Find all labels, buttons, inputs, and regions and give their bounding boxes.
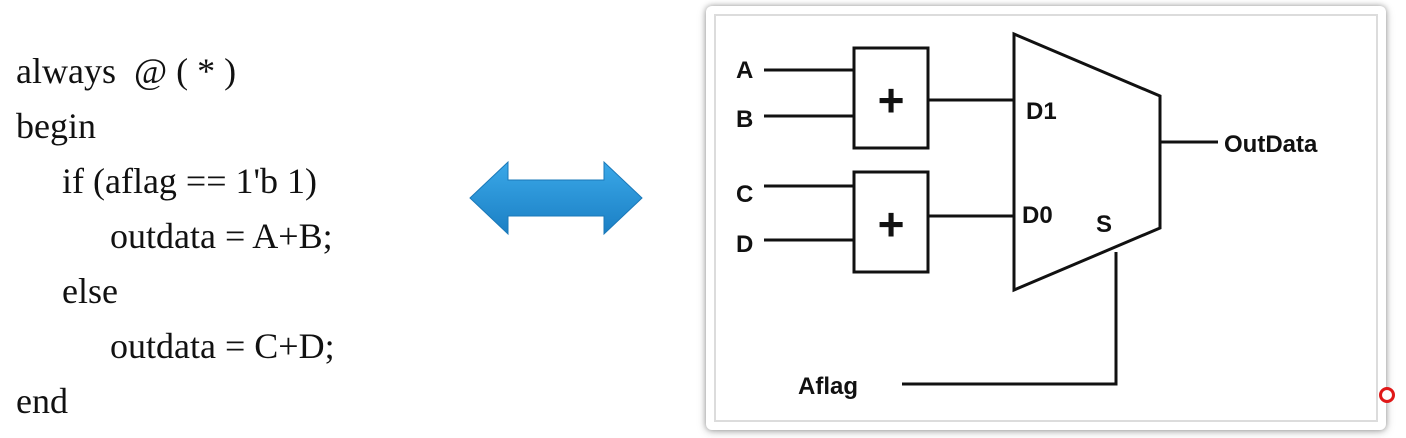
mux-select-label: S	[1096, 211, 1112, 238]
input-label-c: C	[736, 181, 753, 208]
mux-input-label-d0: D0	[1022, 202, 1053, 229]
code-line: else	[62, 271, 118, 311]
double-arrow-icon	[469, 160, 643, 236]
code-line: end	[16, 381, 68, 421]
code-line: begin	[16, 106, 96, 146]
code-line: if (aflag == 1'b 1)	[62, 161, 318, 201]
adder-bottom	[852, 170, 930, 274]
adder-top	[852, 46, 930, 150]
input-label-b: B	[736, 106, 753, 133]
mux-adder-circuit-diagram: A B C D + + D1 D0 S OutData Aflag	[736, 31, 1318, 400]
circuit-card-frame	[714, 14, 1378, 422]
mux-input-label-d1: D1	[1026, 98, 1057, 125]
control-label: Aflag	[798, 373, 858, 400]
input-label-a: A	[736, 57, 753, 84]
verilog-code-block: always @ ( * ) begin if (aflag == 1'b 1)…	[16, 44, 335, 429]
output-label: OutData	[1224, 131, 1318, 158]
code-line: outdata = A+B;	[110, 216, 333, 256]
code-line: outdata = C+D;	[110, 326, 335, 366]
input-label-d: D	[736, 231, 753, 258]
record-dot-icon	[1379, 387, 1395, 403]
wire-select	[902, 252, 1118, 386]
circuit-card: A B C D + + D1 D0 S OutData Aflag	[706, 6, 1386, 430]
code-line: always @ ( * )	[16, 51, 237, 91]
adder-bottom-symbol: +	[878, 198, 905, 250]
mux-block	[1012, 31, 1162, 293]
adder-top-symbol: +	[878, 74, 905, 126]
